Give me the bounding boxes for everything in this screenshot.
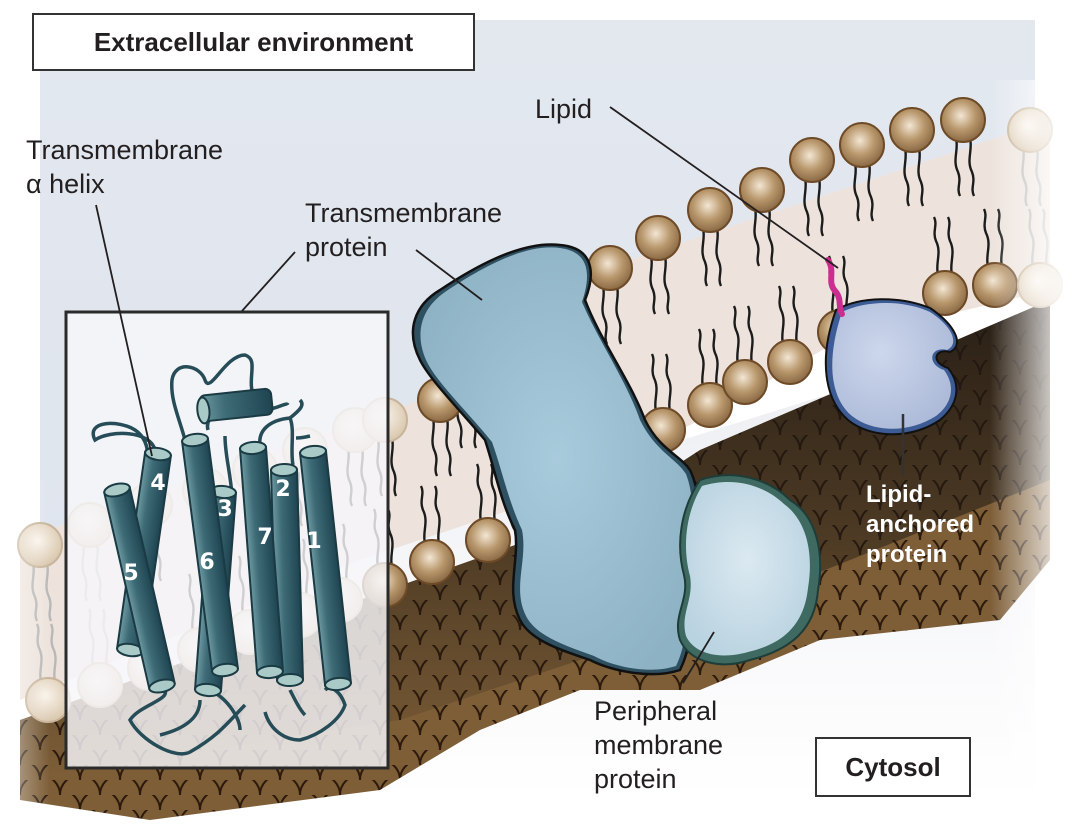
label-line: protein <box>866 541 948 568</box>
lipid-tail <box>701 227 709 287</box>
lipid-head <box>739 167 785 213</box>
label-line: Lipid- <box>866 481 932 508</box>
label-line: Transmembrane <box>26 135 224 165</box>
helix-cylinders: 4 2 3 5 6 7 1 <box>103 432 353 698</box>
label-line: α helix <box>26 169 105 199</box>
lipid-head <box>409 539 455 585</box>
lipid-head <box>922 270 968 316</box>
lipid-tail <box>489 463 497 523</box>
cytosol-label-box: Cytosol <box>815 737 971 797</box>
extracellular-label: Extracellular environment <box>93 26 414 57</box>
lipid-tail <box>697 328 705 388</box>
leader-lines <box>95 106 905 684</box>
lipid-tail <box>431 417 439 477</box>
lipid-head <box>940 97 986 143</box>
peripheral-membrane-protein <box>676 474 822 666</box>
lipid-tail <box>968 137 976 197</box>
label-lipid: Lipid <box>535 92 592 126</box>
label-transmembrane-helix: Transmembrane α helix <box>26 133 223 201</box>
lipid-head <box>789 137 835 183</box>
label-peripheral-membrane-protein: Peripheral membrane protein <box>594 694 723 796</box>
helix-number: 7 <box>257 525 272 550</box>
lipid-tail <box>746 305 754 365</box>
lipid-tail <box>601 285 609 345</box>
label-line: Transmembrane <box>305 198 503 228</box>
lipid-tail <box>853 162 861 222</box>
helix-6 <box>180 432 240 678</box>
left-fade <box>0 480 50 832</box>
lipid-tail <box>663 255 671 315</box>
helix-number: 5 <box>123 561 138 586</box>
lipid-tail <box>732 305 740 365</box>
lipid-tail <box>803 177 811 237</box>
helix-number: 1 <box>306 529 321 554</box>
helix-number: 6 <box>199 550 214 575</box>
lipid-tail <box>650 353 658 413</box>
extracellular-label-box: Extracellular environment <box>32 13 475 71</box>
lipid-tail <box>954 137 962 197</box>
lipid-tail <box>664 353 672 413</box>
label-line: Lipid <box>535 94 593 124</box>
lipid-head <box>587 245 633 291</box>
lipid-tail <box>615 285 623 345</box>
lipid-tail <box>711 328 719 388</box>
leader-box <box>241 251 296 312</box>
lipid-head <box>889 107 935 153</box>
helix-5 <box>103 482 176 694</box>
lipid-tail <box>419 485 427 545</box>
helix-number: 3 <box>217 497 232 522</box>
label-line: protein <box>305 232 388 262</box>
leader-lipid <box>609 106 839 269</box>
lipid-head <box>722 359 768 405</box>
label-line: membrane <box>594 730 724 760</box>
lipid-tail <box>791 285 799 345</box>
helix-number: 2 <box>275 477 290 502</box>
lipid-tail <box>903 147 911 207</box>
lipid-head <box>839 122 885 168</box>
lipid-tail <box>867 162 875 222</box>
lipid-tail <box>932 216 940 276</box>
lipid-tail <box>649 255 657 315</box>
lipid-tail <box>433 485 441 545</box>
transmembrane-protein <box>411 243 700 676</box>
lipid-tail <box>49 623 57 683</box>
lipid-tail <box>946 216 954 276</box>
helix-inset: 4 2 3 5 6 7 1 <box>64 310 390 770</box>
lipid-tail <box>841 255 849 315</box>
lipid-head <box>687 187 733 233</box>
lipid-tail <box>982 208 990 268</box>
helix-number: 4 <box>150 471 165 496</box>
lipid-tail <box>777 285 785 345</box>
lipid-anchored-protein <box>824 257 959 436</box>
lipid-head <box>767 339 813 385</box>
helix-horizontal <box>196 387 274 425</box>
label-line: protein <box>594 764 677 794</box>
lipid-tail <box>390 437 398 497</box>
label-line: Peripheral <box>594 696 718 726</box>
lipid-tail <box>917 147 925 207</box>
lipid-head <box>687 382 733 428</box>
right-fade <box>990 80 1072 820</box>
helix-1 <box>298 444 353 692</box>
lipid-tail <box>445 417 453 477</box>
label-line: anchored <box>866 511 975 538</box>
lipid-tail <box>475 463 483 523</box>
lipid-tail <box>767 207 775 267</box>
helix-7 <box>238 440 285 680</box>
lipid-anchor <box>825 257 845 317</box>
lipid-head <box>465 517 511 563</box>
lipid-head <box>635 215 681 261</box>
leader-transmembrane-protein <box>415 249 483 301</box>
lipid-tail <box>753 207 761 267</box>
leader-peripheral <box>682 631 715 684</box>
lipid-tail <box>715 227 723 287</box>
cytosol-label: Cytosol <box>845 751 941 782</box>
label-transmembrane-protein: Transmembrane protein <box>305 196 502 264</box>
lipid-tail <box>817 177 825 237</box>
leader-helix <box>95 204 153 457</box>
label-lipid-anchored-protein: Lipid- anchored protein <box>866 480 974 570</box>
